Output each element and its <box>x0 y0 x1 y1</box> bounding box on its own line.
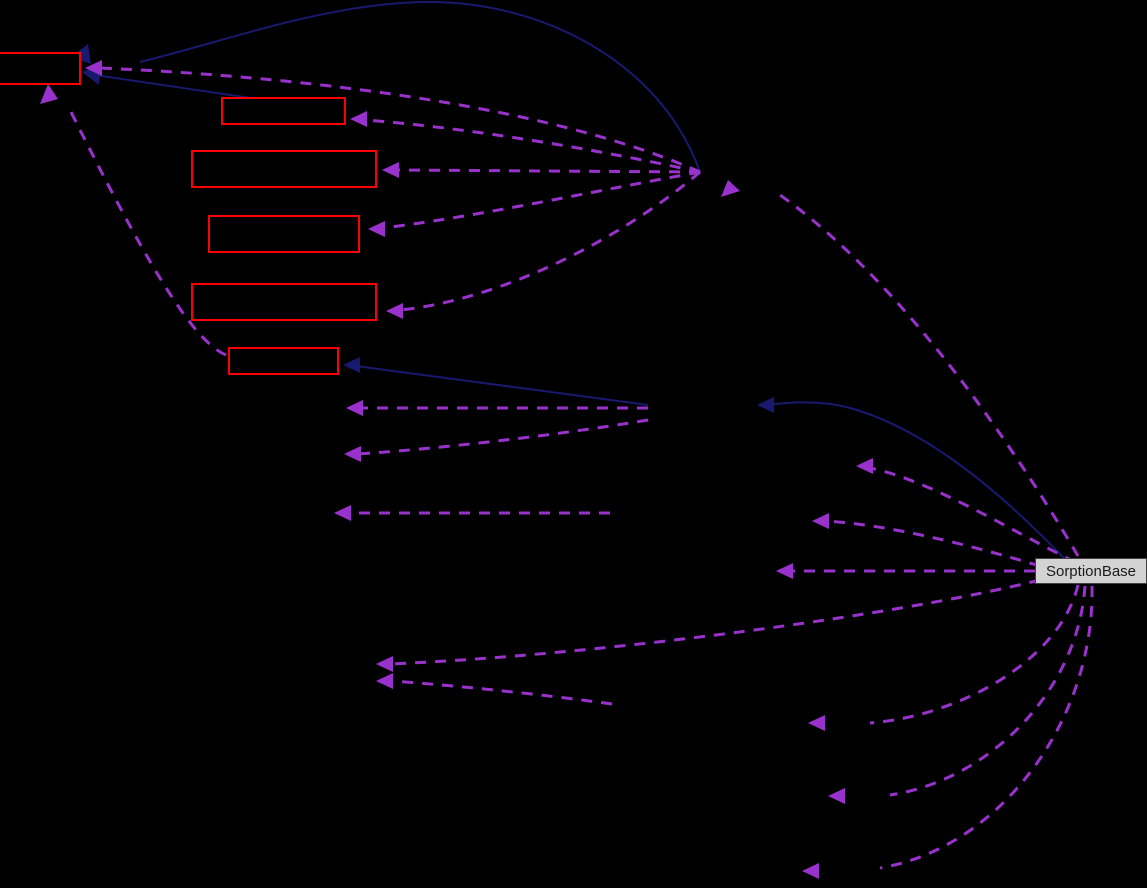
graph-node-box-n-3[interactable] <box>208 215 360 253</box>
graph-edge <box>364 118 701 174</box>
graph-node-box-n-4[interactable] <box>191 283 377 321</box>
edge-arrowhead <box>350 111 367 127</box>
edge-arrowhead <box>376 673 393 689</box>
graph-edge <box>389 679 613 706</box>
node-label-text: SorptionBase <box>1045 562 1137 580</box>
graph-node-box-n-5[interactable] <box>228 347 339 375</box>
graph-edge <box>869 584 1080 725</box>
graph-node-box-n-1[interactable] <box>221 97 346 125</box>
edge-arrowhead <box>721 180 740 197</box>
edge-arrowhead <box>757 397 774 413</box>
edge-arrowhead <box>382 162 399 178</box>
graph-edge <box>825 519 1041 568</box>
edge-arrowhead <box>802 863 819 879</box>
edge-arrowhead <box>346 400 363 416</box>
graph-edge <box>399 170 701 312</box>
edge-layer <box>68 0 1094 870</box>
edge-arrowhead <box>344 446 361 462</box>
graph-edge <box>879 585 1094 870</box>
edge-arrowhead <box>71 44 91 64</box>
graph-edge <box>381 170 701 230</box>
arrowhead-layer <box>40 44 873 879</box>
graph-edge <box>389 578 1041 666</box>
edge-arrowhead <box>856 458 873 474</box>
graph-edge <box>355 365 649 406</box>
edge-arrowhead <box>386 303 403 319</box>
graph-node-box-n-root[interactable] <box>0 52 81 85</box>
graph-edge <box>139 0 701 173</box>
graph-edge <box>767 401 1076 571</box>
graph-edge <box>99 66 701 174</box>
edge-arrowhead <box>40 84 58 104</box>
edge-arrowhead <box>85 60 102 76</box>
graph-edge <box>357 418 649 456</box>
edge-arrowhead <box>368 221 385 237</box>
edge-arrowhead <box>376 656 393 672</box>
edge-arrowhead <box>812 513 829 529</box>
graph-node-box-n-2[interactable] <box>191 150 377 188</box>
graph-edge <box>395 168 701 174</box>
edge-arrowhead <box>334 505 351 521</box>
edge-arrowhead <box>776 563 793 579</box>
graph-node-label-n-sorptionbase[interactable]: SorptionBase <box>1035 558 1147 584</box>
graph-edge <box>889 585 1087 797</box>
edge-arrowhead <box>343 357 360 373</box>
graph-edge <box>869 466 1076 564</box>
edge-arrowhead <box>808 715 825 731</box>
graph-edge <box>779 193 1080 557</box>
graph-edge <box>68 109 227 357</box>
edge-arrowhead <box>828 788 845 804</box>
